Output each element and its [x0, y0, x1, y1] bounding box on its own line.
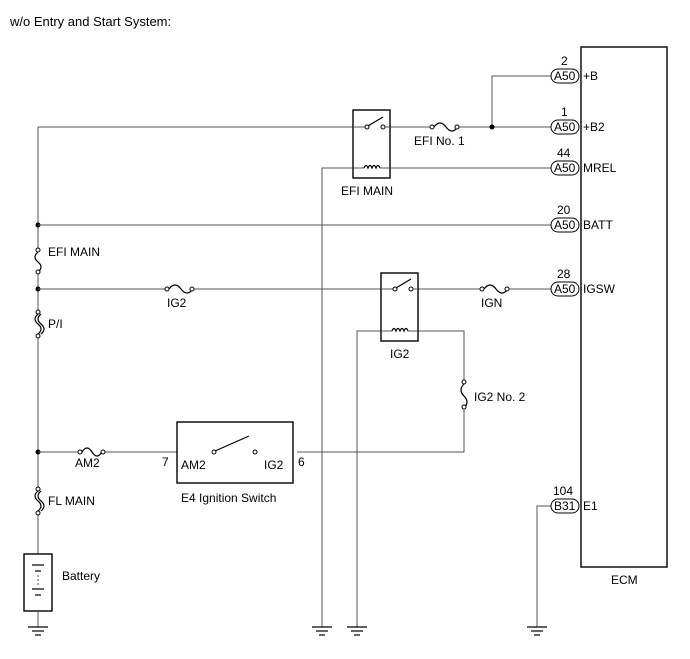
- ecm-label: ECM: [611, 573, 638, 587]
- fuse-efi-no1: [429, 122, 460, 132]
- fuse-ig2: [164, 284, 195, 294]
- diagram-title: w/o Entry and Start System:: [9, 14, 171, 29]
- ig2-relay-label: IG2: [390, 347, 410, 361]
- fuse-am2-label: AM2: [75, 456, 100, 470]
- fuse-ig2-no2: [460, 379, 468, 410]
- pin-name-b2: +B2: [583, 120, 605, 134]
- connector-tag-batt: A50: [550, 217, 580, 233]
- connector-tag-b: A50: [550, 68, 580, 84]
- pin-number-b: 2: [561, 54, 568, 68]
- ground-icon: [28, 626, 48, 636]
- fuse-efi-main-label: EFI MAIN: [48, 245, 100, 259]
- svg-text:A50: A50: [554, 69, 576, 83]
- fuse-ig2-label: IG2: [167, 296, 187, 310]
- ignition-switch-label: E4 Ignition Switch: [181, 491, 276, 505]
- pin-number-batt: 20: [557, 203, 571, 217]
- fuse-ign-label: IGN: [481, 296, 502, 310]
- wire-e1-ground: [536, 505, 551, 627]
- fuse-efi-main: [34, 247, 42, 275]
- fuse-ig2-no2-label: IG2 No. 2: [474, 390, 526, 404]
- fuse-efi-no1-label: EFI No. 1: [414, 134, 465, 148]
- pin-name-b: +B: [583, 69, 598, 83]
- wire-ig2no2-to-switch: [297, 408, 465, 453]
- ground-icon: [347, 626, 367, 636]
- fuse-ign: [479, 284, 510, 294]
- efi-main-relay-label: EFI MAIN: [341, 184, 393, 198]
- pin-number-e1: 104: [553, 484, 573, 498]
- fuse-am2: [77, 447, 106, 457]
- pin-name-mrel: MREL: [583, 161, 617, 175]
- pin-name-batt: BATT: [583, 218, 613, 232]
- pin-name-igsw: IGSW: [583, 282, 616, 296]
- pin-number-igsw: 28: [557, 267, 571, 281]
- wire-ig2-coil-ground: [356, 330, 381, 627]
- battery-symbol: [23, 553, 53, 627]
- wire-plus-b: [491, 75, 551, 127]
- connector-tag-b2: A50: [550, 119, 580, 135]
- svg-text:A50: A50: [554, 218, 576, 232]
- ig2-relay: [380, 272, 419, 342]
- connector-tag-e1: B31: [550, 498, 580, 514]
- wire-efi-coil-ground: [321, 167, 353, 627]
- svg-text:B31: B31: [554, 499, 576, 513]
- fuse-fl-main: [34, 486, 45, 516]
- fuse-fl-main-label: FL MAIN: [48, 494, 95, 508]
- connector-tag-igsw: A50: [550, 281, 580, 297]
- ignition-switch: [176, 421, 294, 484]
- junction-b: [489, 124, 495, 130]
- efi-main-relay: [352, 109, 391, 179]
- ignition-term-ig2: IG2: [264, 458, 284, 472]
- pin-number-mrel: 44: [557, 146, 571, 160]
- fuse-pi: [34, 309, 45, 339]
- svg-text:A50: A50: [554, 282, 576, 296]
- svg-text:A50: A50: [554, 120, 576, 134]
- ecm-box: [580, 46, 668, 568]
- svg-text:A50: A50: [554, 161, 576, 175]
- ground-icon: [312, 626, 332, 636]
- ignition-pin-out: 6: [298, 455, 305, 469]
- ignition-pin-in: 7: [162, 455, 169, 469]
- connector-tag-mrel: A50: [550, 160, 580, 176]
- battery-label: Battery: [62, 569, 100, 583]
- wire-ig2-coil-top: [418, 330, 465, 380]
- pin-name-e1: E1: [583, 499, 598, 513]
- ground-icon: [527, 626, 547, 636]
- ignition-term-am2: AM2: [181, 458, 206, 472]
- pin-number-b2: 1: [561, 105, 568, 119]
- fuse-pi-label: P/I: [48, 317, 63, 331]
